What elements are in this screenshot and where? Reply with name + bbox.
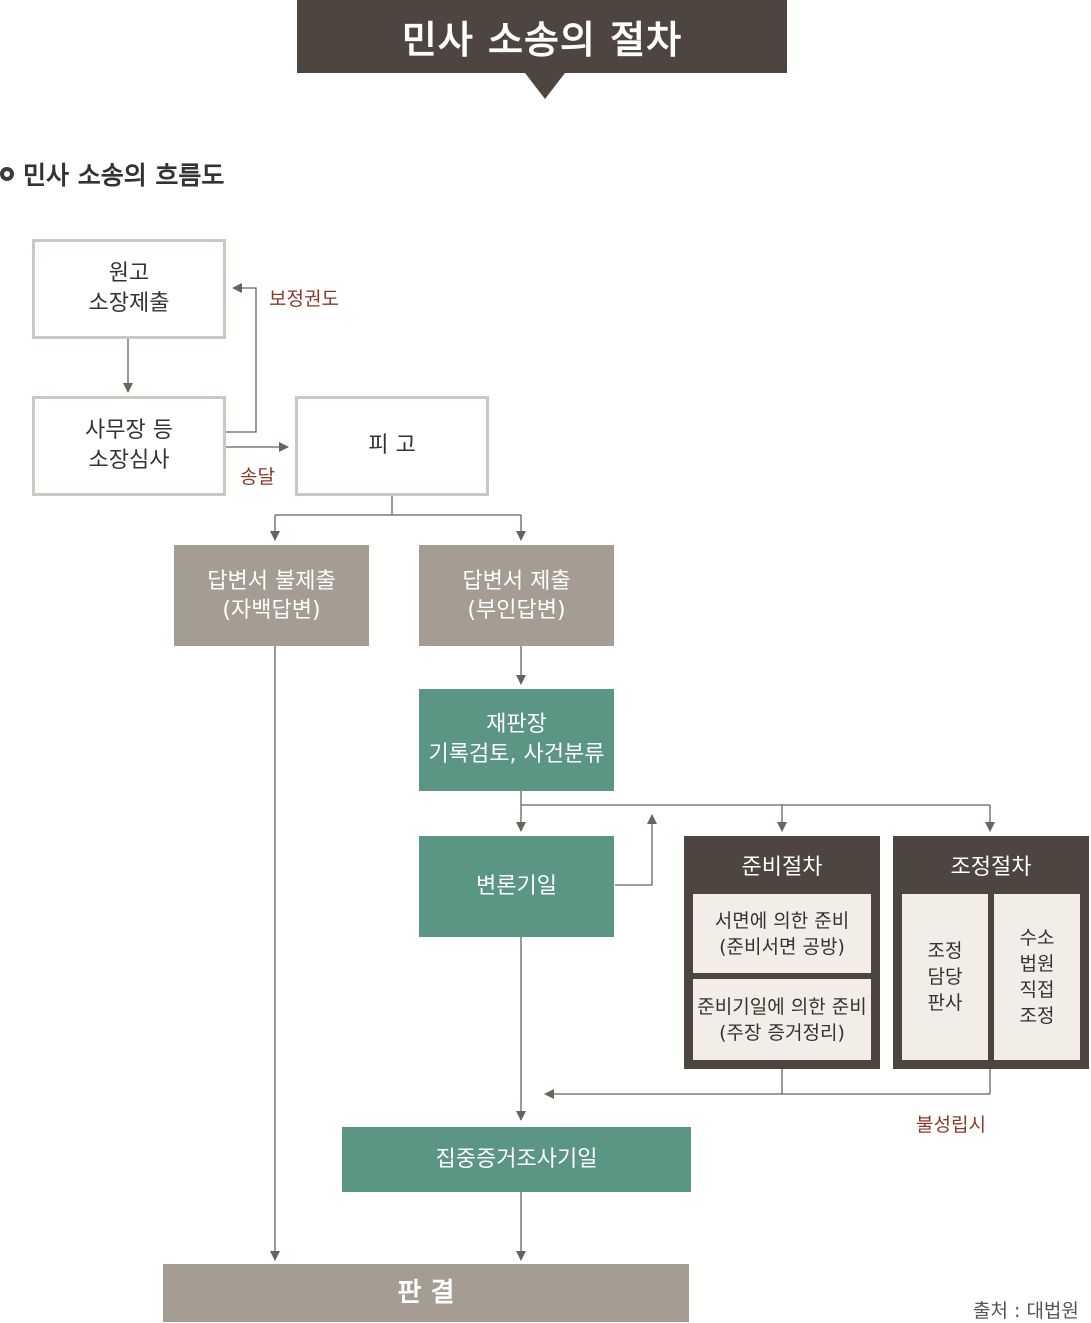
- correction-label: 보정권도: [269, 288, 339, 310]
- preparation-panel: 준비절차 서면에 의한 준비 (준비서면 공방) 준비기일에 의한 준비 (주장…: [684, 836, 880, 1069]
- judgment-box: 판 결: [163, 1264, 689, 1322]
- judge-review-box: 재판장 기록검토, 사건분류: [419, 689, 614, 791]
- page-title: 민사 소송의 절차: [401, 18, 683, 62]
- bullet-icon: [0, 167, 14, 181]
- plaintiff-box: 원고 소장제출: [32, 239, 226, 339]
- section-heading: 민사 소송의 흐름도: [0, 154, 224, 194]
- banner-pointer: [525, 73, 565, 99]
- failure-label: 불성립시: [916, 1114, 986, 1136]
- answer-box: 답변서 제출 (부인답변): [419, 545, 614, 646]
- preparation-title: 준비절차: [741, 855, 823, 880]
- mediation-panel: 조정절차 조정 담당 판사 수소 법원 직접 조정: [893, 836, 1089, 1069]
- preparation-date-box: 준비기일에 의한 준비 (주장 증거정리): [693, 979, 871, 1060]
- mediation-court-box: 수소 법원 직접 조정: [994, 894, 1080, 1060]
- source-note: 출처 : 대법원: [973, 1300, 1079, 1322]
- delivery-label: 송달: [240, 466, 275, 488]
- mediation-judge-box: 조정 담당 판사: [902, 894, 988, 1060]
- defendant-box: 피 고: [295, 396, 489, 496]
- title-banner: 민사 소송의 절차: [297, 0, 787, 73]
- clerk-review-box: 사무장 등 소장심사: [32, 396, 226, 496]
- preparation-written-box: 서면에 의한 준비 (준비서면 공방): [693, 894, 871, 973]
- mediation-title: 조정절차: [950, 855, 1032, 880]
- concentrated-evidence-box: 집중증거조사기일: [342, 1127, 691, 1192]
- section-heading-text: 민사 소송의 흐름도: [23, 161, 225, 190]
- hearing-box: 변론기일: [419, 836, 614, 937]
- no-answer-box: 답변서 불제출 (자백답변): [174, 545, 369, 646]
